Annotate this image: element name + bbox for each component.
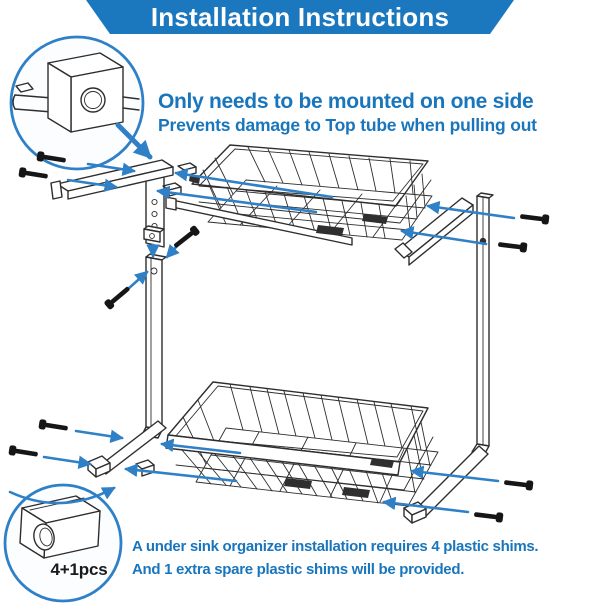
- screw-icon: [174, 225, 200, 248]
- left-support-post: [87, 225, 167, 478]
- arrow-icon: [123, 463, 238, 483]
- arrow-icon: [165, 243, 180, 259]
- screw-icon: [504, 480, 534, 491]
- screw-icon: [36, 151, 66, 163]
- bottom-basket: [165, 381, 439, 507]
- tube-bracket-inset: [9, 35, 145, 171]
- shim-quantity-label: 4+1pcs: [50, 560, 108, 579]
- curved-arrow-icon: [8, 486, 116, 505]
- arrow-icon: [86, 162, 137, 176]
- arrow-icon: [115, 122, 153, 160]
- title-banner: Installation Instructions: [86, 0, 514, 34]
- footer-note-line2: And 1 extra spare plastic shims will be …: [132, 561, 465, 578]
- screw-icon: [520, 214, 550, 225]
- arrow-icon: [159, 438, 242, 455]
- assembly-arrows: [8, 122, 516, 514]
- arrow-icon: [409, 465, 500, 483]
- arrow-icon: [126, 270, 149, 291]
- arrow-icon: [399, 226, 488, 246]
- arrow-icon: [74, 429, 125, 443]
- screw-icon: [104, 286, 130, 310]
- footer-note-line1: A under sink organizer installation requ…: [132, 538, 539, 555]
- screw-icon: [18, 167, 48, 179]
- screw-icon: [8, 445, 38, 457]
- mount-heading: Only needs to be mounted on one side: [158, 90, 534, 113]
- arrow-icon: [381, 496, 470, 514]
- arrow-icon: [42, 455, 93, 469]
- plastic-shim-inset: [3, 483, 123, 603]
- plastic-shim-icon: [19, 495, 101, 559]
- mount-subheading: Prevents damage to Top tube when pulling…: [158, 115, 537, 135]
- right-support-post: [394, 192, 494, 524]
- arrow-icon: [425, 200, 516, 220]
- arrow-icon: [155, 185, 318, 214]
- bracket-over-tube-icon: [12, 52, 140, 133]
- screw-icon: [38, 419, 68, 431]
- mounting-screws: [8, 151, 550, 523]
- arrow-icon: [66, 178, 119, 193]
- screw-icon: [474, 512, 504, 523]
- arrow-icon: [173, 168, 334, 199]
- page-title: Installation Instructions: [150, 1, 450, 32]
- top-basket: [165, 144, 433, 246]
- screw-icon: [498, 242, 528, 253]
